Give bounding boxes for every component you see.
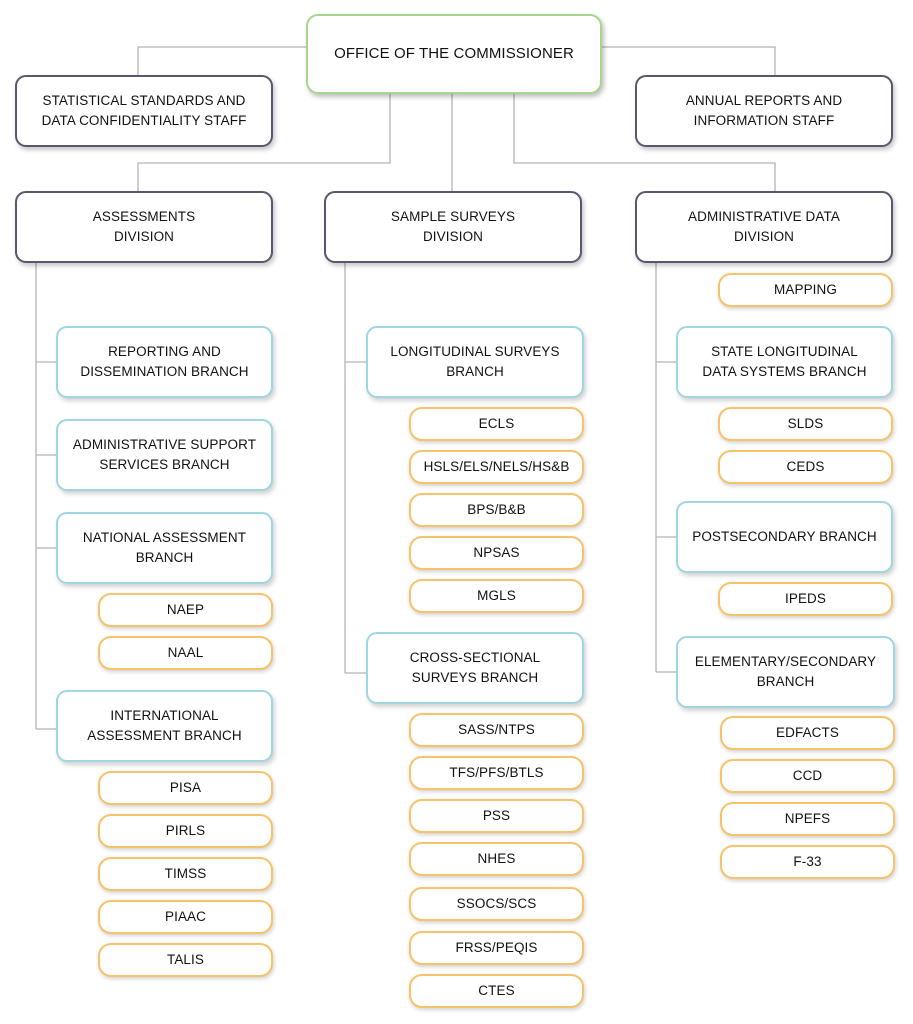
program-edfacts: EDFACTS bbox=[720, 716, 895, 750]
program-ipeds: IPEDS bbox=[718, 582, 893, 616]
program-bps-bb: BPS/B&B bbox=[409, 493, 584, 527]
program-npefs: NPEFS bbox=[720, 802, 895, 836]
program-pirls: PIRLS bbox=[98, 814, 273, 848]
program-ctes: CTES bbox=[409, 974, 584, 1008]
assessments-division-box: ASSESSMENTS DIVISION bbox=[15, 191, 273, 263]
administrative-support-services-branch-box: ADMINISTRATIVE SUPPORT SERVICES BRANCH bbox=[56, 419, 273, 491]
program-slds: SLDS bbox=[718, 407, 893, 441]
international-assessment-branch-box: INTERNATIONAL ASSESSMENT BRANCH bbox=[56, 690, 273, 762]
office-of-the-commissioner-box: OFFICE OF THE COMMISSIONER bbox=[306, 14, 602, 94]
statistical-standards-staff-box: STATISTICAL STANDARDS AND DATA CONFIDENT… bbox=[15, 75, 273, 147]
program-talis: TALIS bbox=[98, 943, 273, 977]
program-naal: NAAL bbox=[98, 636, 273, 670]
program-frss-peqis: FRSS/PEQIS bbox=[409, 931, 584, 965]
program-pss: PSS bbox=[409, 799, 584, 833]
administrative-data-division-box: ADMINISTRATIVE DATA DIVISION bbox=[635, 191, 893, 263]
state-longitudinal-data-systems-branch-box: STATE LONGITUDINAL DATA SYSTEMS BRANCH bbox=[676, 326, 893, 398]
program-naep: NAEP bbox=[98, 593, 273, 627]
elementary-secondary-branch-box: ELEMENTARY/SECONDARY BRANCH bbox=[676, 636, 895, 708]
program-ceds: CEDS bbox=[718, 450, 893, 484]
national-assessment-branch-box: NATIONAL ASSESSMENT BRANCH bbox=[56, 512, 273, 584]
longitudinal-surveys-branch-box: LONGITUDINAL SURVEYS BRANCH bbox=[366, 326, 584, 398]
program-sass-ntps: SASS/NTPS bbox=[409, 713, 584, 747]
program-piaac: PIAAC bbox=[98, 900, 273, 934]
program-tfs-pfs-btls: TFS/PFS/BTLS bbox=[409, 756, 584, 790]
program-mgls: MGLS bbox=[409, 579, 584, 613]
program-pisa: PISA bbox=[98, 771, 273, 805]
program-npsas: NPSAS bbox=[409, 536, 584, 570]
program-ssocs-scs: SSOCS/SCS bbox=[409, 887, 584, 921]
postsecondary-branch-box: POSTSECONDARY BRANCH bbox=[676, 501, 893, 573]
program-ecls: ECLS bbox=[409, 407, 584, 441]
program-f-33: F-33 bbox=[720, 845, 895, 879]
program-ccd: CCD bbox=[720, 759, 895, 793]
reporting-dissemination-branch-box: REPORTING AND DISSEMINATION BRANCH bbox=[56, 326, 273, 398]
annual-reports-staff-box: ANNUAL REPORTS AND INFORMATION STAFF bbox=[635, 75, 893, 147]
connector-commissioner-to-assessments bbox=[137, 94, 391, 191]
program-hsls-els-nels-hsb: HSLS/ELS/NELS/HS&B bbox=[409, 450, 584, 484]
sample-surveys-division-box: SAMPLE SURVEYS DIVISION bbox=[324, 191, 582, 263]
connector-commissioner-to-administrative-data bbox=[513, 94, 776, 191]
program-timss: TIMSS bbox=[98, 857, 273, 891]
connector-commissioner-to-left-staff bbox=[137, 46, 306, 75]
cross-sectional-surveys-branch-box: CROSS-SECTIONAL SURVEYS BRANCH bbox=[366, 632, 584, 704]
program-nhes: NHES bbox=[409, 842, 584, 876]
mapping-box: MAPPING bbox=[718, 273, 893, 307]
connector-commissioner-to-right-staff bbox=[602, 46, 776, 75]
